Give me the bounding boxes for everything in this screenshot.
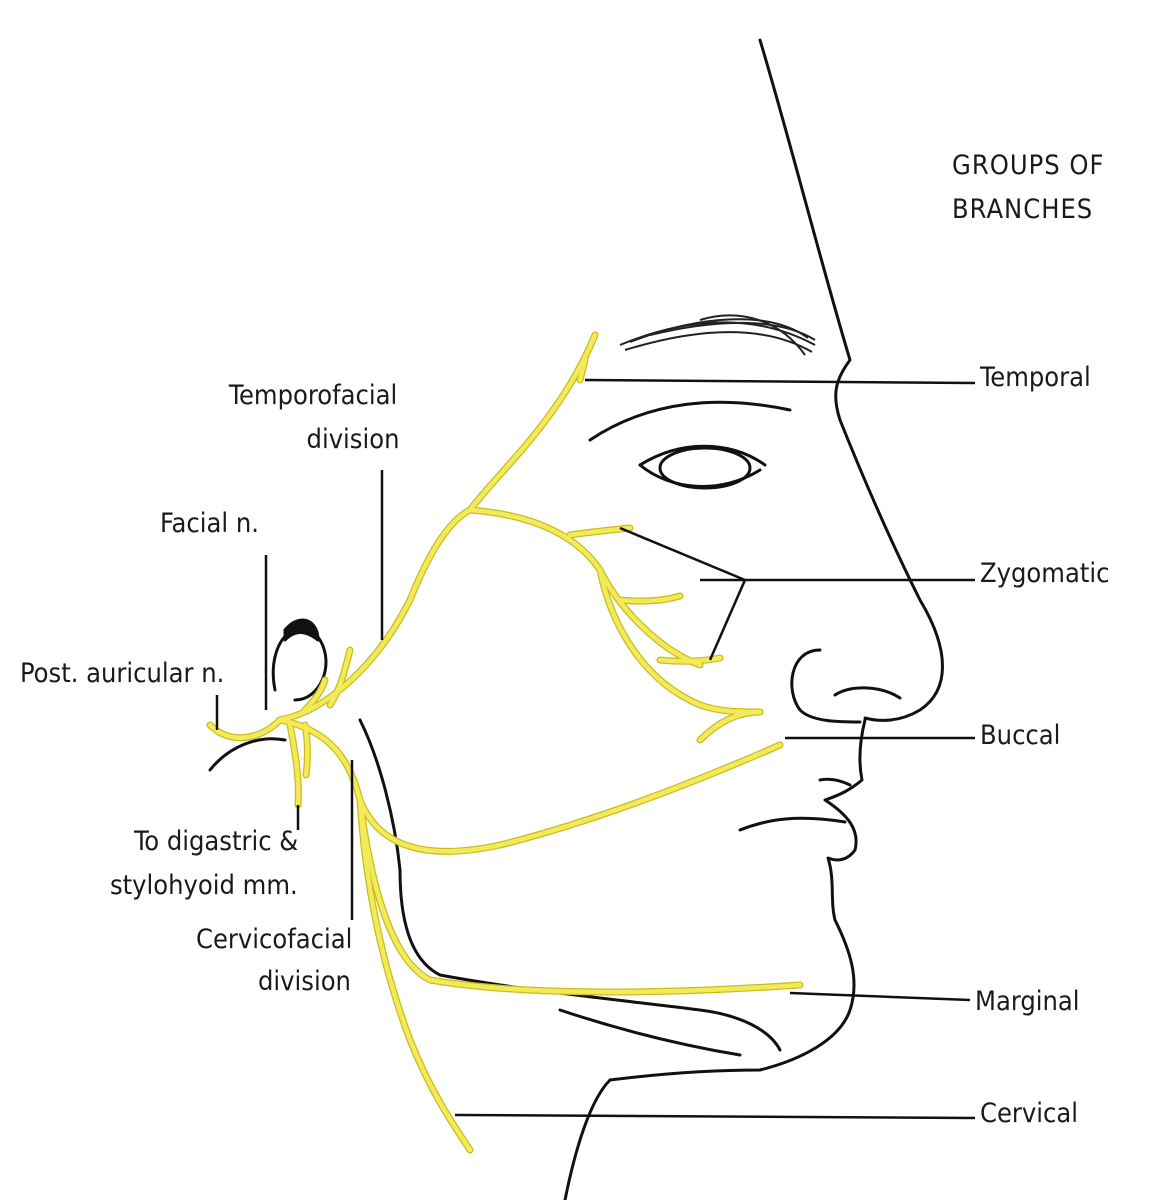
jaw-line [398, 868, 782, 1052]
label-marginal: Marginal [975, 986, 1080, 1017]
label-facial-n: Facial n. [160, 508, 259, 539]
marginal-leader [789, 991, 971, 1002]
label-cervicofacial-1: Cervicofacial [196, 924, 353, 955]
eyebrow [619, 314, 816, 356]
eye-upper-lid [638, 444, 767, 467]
ear-lobe [208, 737, 287, 772]
eye-crease [588, 400, 792, 442]
label-zygomatic: Zygomatic [980, 558, 1110, 589]
buccal-branch [596, 566, 764, 716]
zygomatic-fork-1 [619, 526, 746, 582]
lip-chin-outline [608, 718, 867, 1082]
label-post-auricular: Post. auricular n. [20, 658, 225, 689]
label-digastric-2: stylohyoid mm. [110, 870, 298, 901]
eye-ball [658, 446, 752, 490]
heading-line-1: GROUPS OF [952, 150, 1105, 181]
label-buccal: Buccal [980, 720, 1061, 751]
eye-lower-lid [638, 463, 762, 488]
face-profile [208, 38, 944, 1200]
nostril-outline [790, 648, 862, 724]
cervical-leader [454, 1113, 976, 1120]
cheek-contour [358, 718, 402, 872]
label-temporal: Temporal [980, 362, 1091, 393]
leader-lines [215, 378, 976, 1120]
lower-jaw-contour [558, 1008, 742, 1057]
label-cervical: Cervical [980, 1098, 1079, 1129]
label-temporofacial-2: division [306, 424, 400, 455]
ear-inner [283, 618, 320, 642]
label-temporofacial-1: Temporofacial [228, 380, 398, 411]
mouth-line [738, 816, 847, 832]
ear-outline [271, 626, 328, 702]
label-digastric-1: To digastric & [134, 826, 299, 857]
temporal-leader [584, 378, 976, 385]
forehead-nose-outline [758, 38, 944, 722]
label-cervicofacial-2: division [258, 966, 351, 997]
zygomatic-fork-2 [708, 579, 747, 661]
nostril-opening [833, 686, 902, 700]
neck-front [563, 1078, 612, 1200]
lip-detail [818, 777, 852, 787]
nerve-branches [206, 331, 804, 1154]
heading-line-2: BRANCHES [952, 194, 1094, 225]
